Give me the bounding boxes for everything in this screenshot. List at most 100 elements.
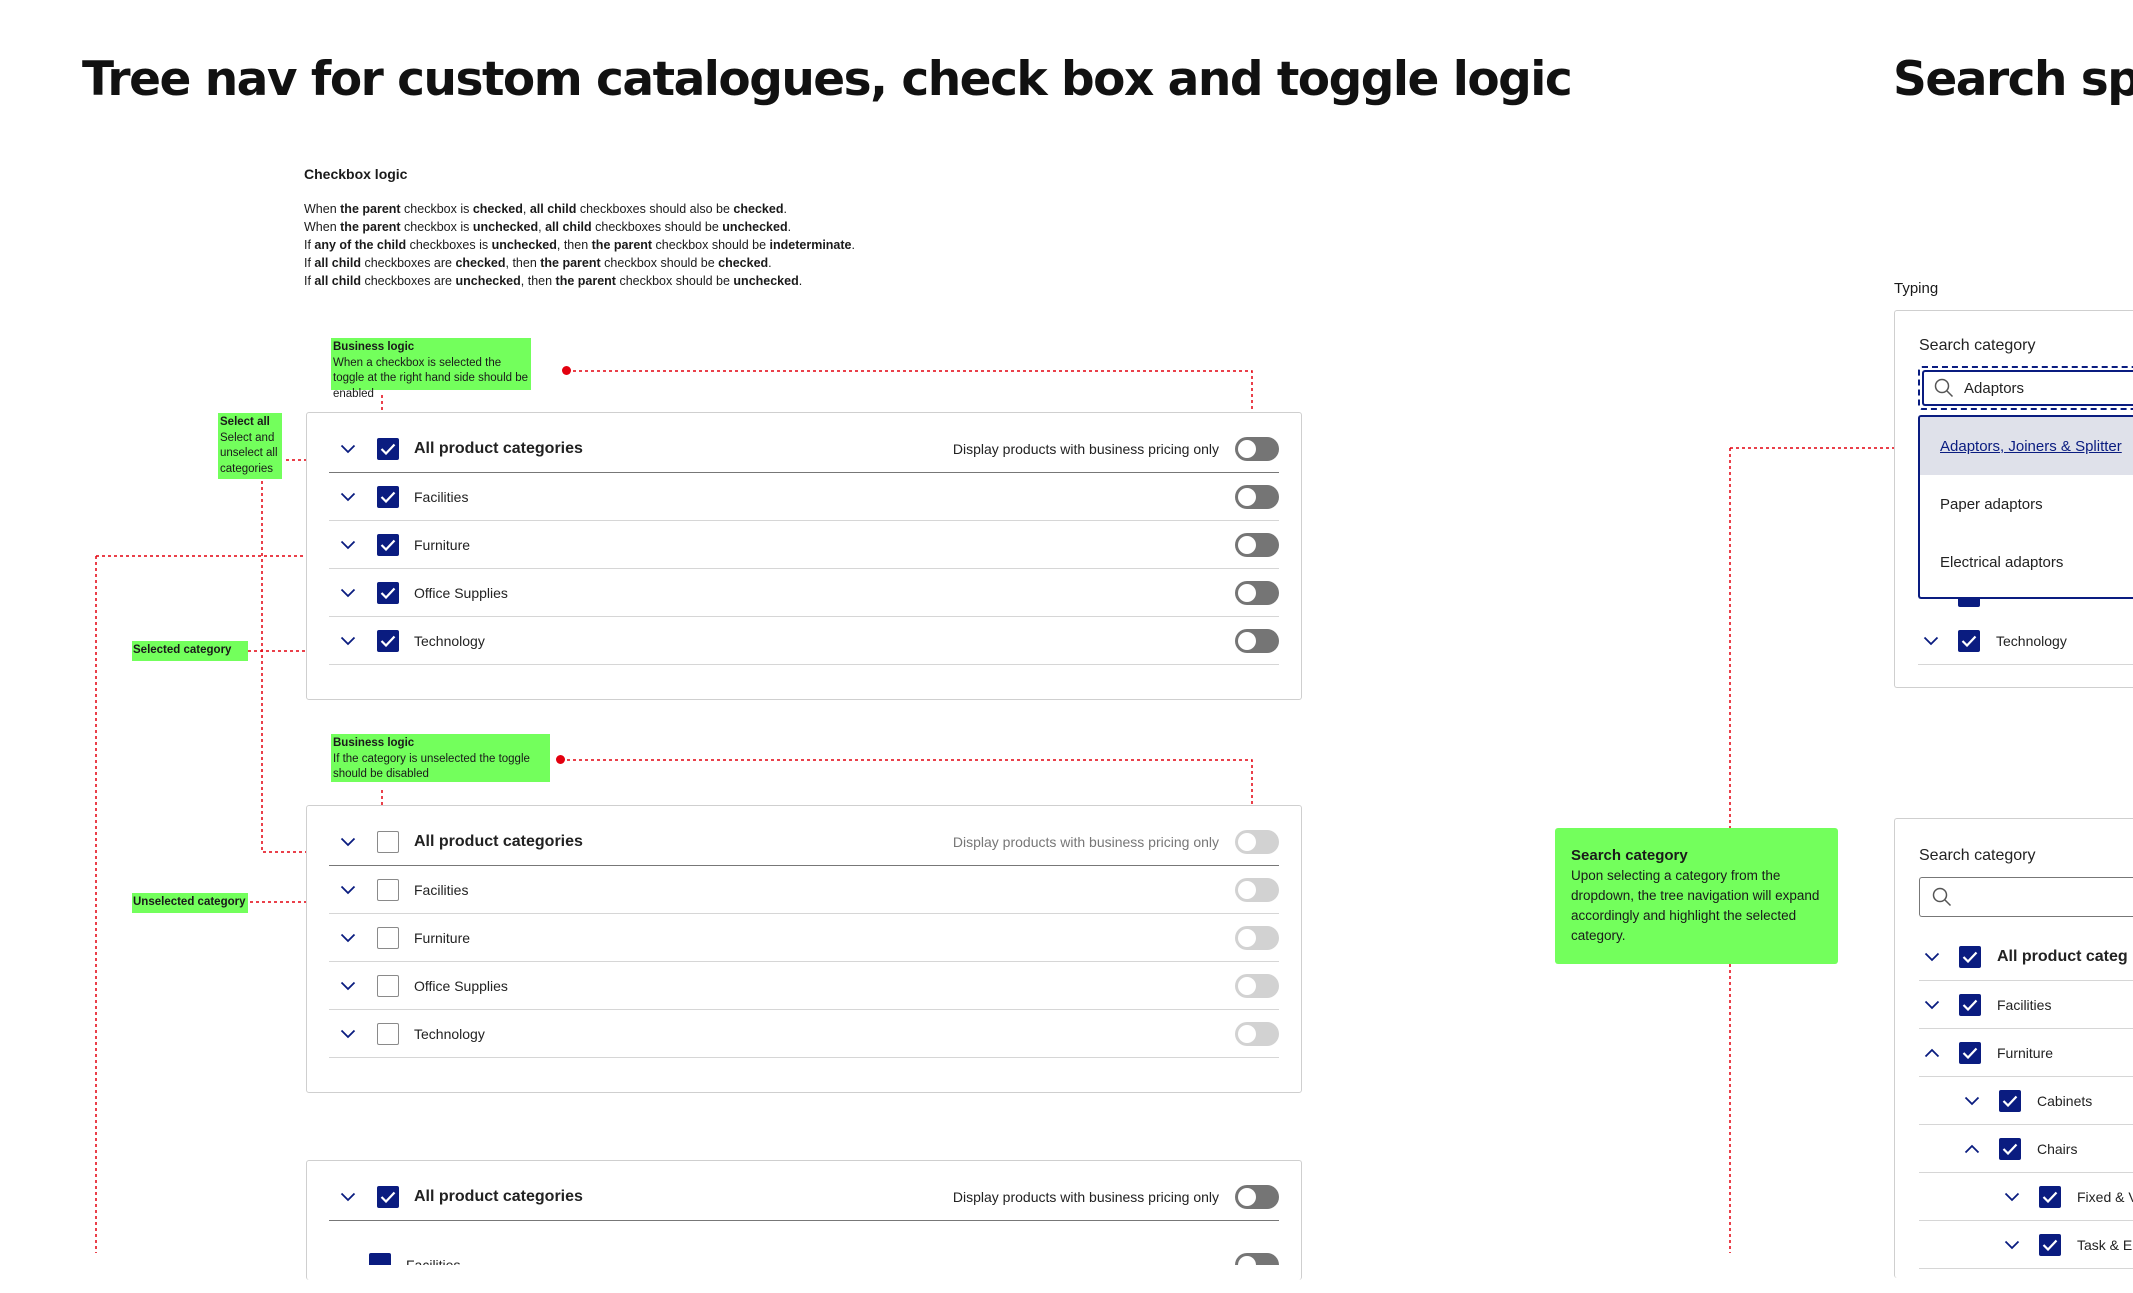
pricing-toggle — [1235, 829, 1279, 854]
note-body: Select and unselect all categories — [220, 431, 278, 475]
tree-item-row[interactable]: Technology — [329, 617, 1279, 665]
checkbox-checked[interactable] — [377, 437, 399, 460]
pricing-toggle[interactable] — [1235, 436, 1279, 461]
tree-item-row[interactable]: Chairs — [1919, 1125, 2133, 1173]
tree-header-row[interactable]: All product categories Display products w… — [329, 425, 1279, 473]
chevron-down-icon[interactable] — [339, 977, 357, 995]
search-suggestion[interactable]: Adaptors, Joiners & Splitter — [1920, 417, 2133, 475]
tree-item-row[interactable]: Facilities — [1919, 981, 2133, 1029]
tree-item-row[interactable]: Facilities — [329, 473, 1279, 521]
tree-item-row[interactable]: Office Supplies — [329, 962, 1279, 1010]
tree-item-row[interactable]: Furniture — [1919, 1029, 2133, 1077]
pricing-toggle[interactable] — [1235, 580, 1279, 605]
checkbox-checked[interactable] — [377, 533, 399, 556]
tree-header-row[interactable]: All product categories Display products … — [329, 1173, 1279, 1221]
tree-item-row[interactable]: Cabinets — [1919, 1077, 2133, 1125]
checkbox-checked[interactable] — [1958, 629, 1980, 652]
chevron-up-icon[interactable] — [1963, 1140, 1981, 1158]
chevron-down-icon[interactable] — [2003, 1188, 2021, 1206]
chevron-down-icon[interactable] — [339, 1188, 357, 1206]
chevron-down-icon[interactable] — [1923, 996, 1941, 1014]
pricing-toggle[interactable] — [1235, 484, 1279, 509]
checkbox-checked[interactable] — [1959, 1041, 1981, 1064]
checkbox-checked[interactable] — [1959, 945, 1981, 968]
chevron-down-icon[interactable] — [339, 833, 357, 851]
tree-header-row[interactable]: All product categories Display products w… — [329, 818, 1279, 866]
chevron-down-icon[interactable] — [339, 488, 357, 506]
search-input-focus-ring: Adaptors — [1918, 366, 2133, 410]
chevron-down-icon[interactable] — [339, 584, 357, 602]
search-field-label: Search category — [1919, 847, 2036, 864]
search-field-label: Search category — [1919, 337, 2036, 354]
tree-item-row[interactable]: Fixed & V — [1919, 1173, 2133, 1221]
chevron-down-icon[interactable] — [339, 632, 357, 650]
tree-item-row[interactable]: Furniture — [329, 914, 1279, 962]
pricing-label: Display products with business pricing o… — [952, 833, 1219, 850]
pricing-toggle[interactable] — [1235, 1253, 1279, 1265]
checkbox-unchecked[interactable] — [377, 926, 399, 949]
pricing-toggle[interactable] — [1235, 1184, 1279, 1209]
chevron-down-icon[interactable] — [339, 881, 357, 899]
business-logic-note-enabled: Business logic When a checkbox is select… — [331, 338, 531, 400]
checkbox-checked[interactable] — [377, 1185, 399, 1208]
chevron-down-icon[interactable] — [1922, 632, 1940, 650]
tree-item-label: Fixed & V — [2077, 1188, 2133, 1205]
chevron-down-icon[interactable] — [2003, 1236, 2021, 1254]
checkbox-checked[interactable] — [377, 485, 399, 508]
search-suggestion[interactable]: Electrical adaptors — [1940, 553, 2064, 571]
checkbox-checked[interactable] — [1999, 1137, 2021, 1160]
selected-category-note: Selected category — [132, 641, 248, 661]
checkbox-checked[interactable] — [377, 629, 399, 652]
chevron-down-icon[interactable] — [339, 1025, 357, 1043]
checkbox-checked[interactable] — [2039, 1233, 2061, 1256]
checkbox-logic-rules: When the parent checkbox is checked, all… — [304, 200, 855, 290]
tree-panel-third: All product categories Display products … — [306, 1160, 1302, 1280]
search-input[interactable] — [1919, 877, 2133, 917]
checkbox-checked[interactable] — [1999, 1089, 2021, 1112]
tree-item-label: Chairs — [2037, 1140, 2078, 1157]
tree-item-label: Office Supplies — [414, 584, 508, 601]
tree-header-label: All product categories — [414, 439, 583, 457]
note-title: Select all — [220, 416, 270, 428]
pricing-toggle — [1235, 1021, 1279, 1046]
checkbox-checked[interactable] — [2039, 1185, 2061, 1208]
checkbox-logic-rule: When the parent checkbox is checked, all… — [304, 202, 787, 216]
checkbox-unchecked[interactable] — [377, 878, 399, 901]
chevron-down-icon[interactable] — [339, 440, 357, 458]
pricing-toggle[interactable] — [1235, 628, 1279, 653]
checkbox-unchecked[interactable] — [377, 1022, 399, 1045]
tree-item-row[interactable]: Office Supplies — [329, 569, 1279, 617]
checkbox-checked[interactable] — [1959, 993, 1981, 1016]
tree-item-row[interactable]: Technology — [1918, 617, 2133, 665]
typing-label: Typing — [1894, 280, 1939, 297]
checkbox-checked[interactable] — [377, 581, 399, 604]
checkbox-logic-heading: Checkbox logic — [304, 166, 408, 182]
pricing-toggle[interactable] — [1235, 532, 1279, 557]
tree-item-row[interactable]: Task & E — [1919, 1221, 2133, 1269]
tree-item-row[interactable]: Furniture — [329, 521, 1279, 569]
search-suggestion[interactable]: Paper adaptors — [1940, 495, 2043, 513]
pricing-label: Display products with business pricing o… — [952, 1188, 1219, 1205]
search-input[interactable]: Adaptors — [1922, 370, 2133, 406]
note-body: When a checkbox is selected the toggle a… — [333, 356, 529, 400]
tree-item-label: Technology — [1996, 632, 2067, 649]
chevron-down-icon[interactable] — [1923, 948, 1941, 966]
checkbox-checked[interactable] — [369, 1253, 391, 1265]
tree-header-label: All product categories — [414, 832, 583, 850]
checkbox-unchecked[interactable] — [377, 974, 399, 997]
tree-item-row[interactable]: All product categ — [1919, 933, 2133, 981]
chevron-down-icon[interactable] — [339, 929, 357, 947]
tree-item-row[interactable]: Technology — [329, 1010, 1279, 1058]
tree-item-row[interactable]: Facilities — [329, 866, 1279, 914]
tree-item-label: Facilities — [406, 1257, 461, 1265]
chevron-down-icon[interactable] — [339, 536, 357, 554]
chevron-down-icon[interactable] — [1963, 1092, 1981, 1110]
tree-item-label: Office Supplies — [414, 977, 508, 994]
checkbox-unchecked[interactable] — [377, 830, 399, 853]
pricing-label: Display products with business pricing o… — [952, 440, 1219, 457]
checkbox-checked — [1958, 599, 1980, 607]
chevron-up-icon[interactable] — [1923, 1044, 1941, 1062]
unselected-category-note: Unselected category — [132, 893, 248, 913]
